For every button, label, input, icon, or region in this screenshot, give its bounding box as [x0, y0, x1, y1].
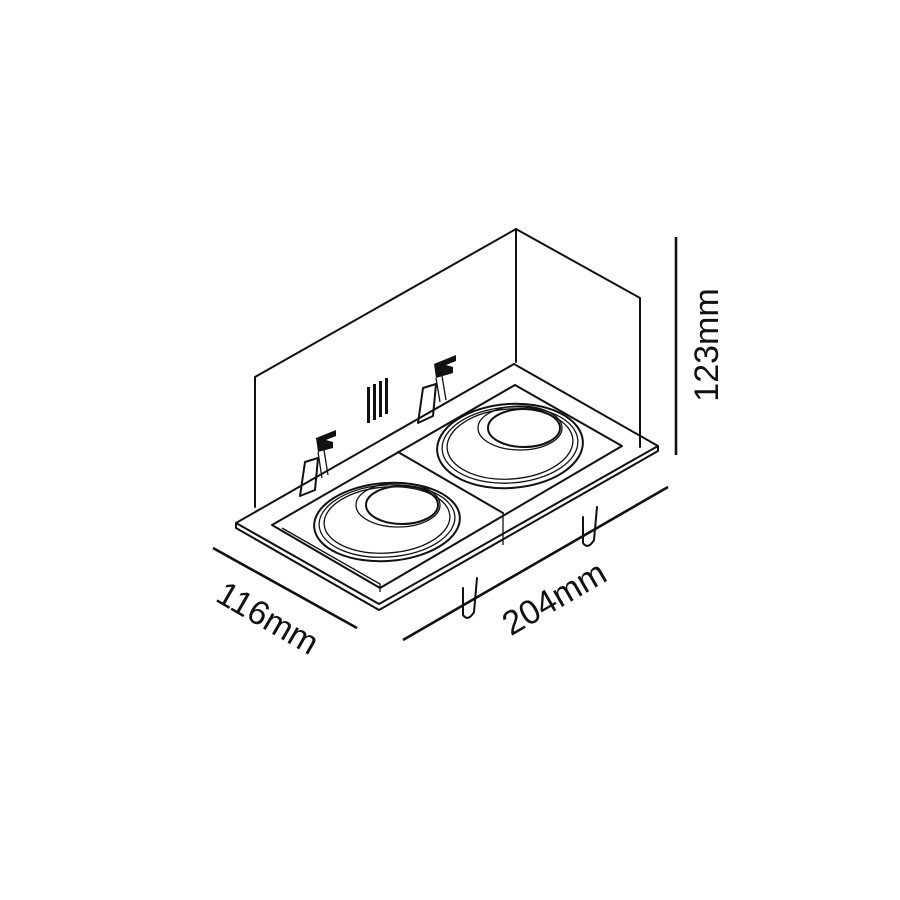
- lens-left: [313, 481, 461, 563]
- mounting-tabs: [462, 506, 598, 619]
- dimension-height: 123mm: [674, 237, 726, 455]
- width-label: 116mm: [210, 574, 325, 662]
- dimension-length: 204mm: [402, 485, 669, 644]
- dimension-width: 116mm: [210, 546, 358, 663]
- lens-right: [436, 402, 584, 490]
- housing-box: [254, 228, 641, 508]
- spring-clip-right: [417, 355, 456, 424]
- height-label: 123mm: [688, 288, 726, 401]
- spring-clip-left: [299, 430, 336, 497]
- vent-slots: [367, 378, 388, 423]
- length-label: 204mm: [496, 554, 613, 644]
- trim-flange: [235, 363, 659, 611]
